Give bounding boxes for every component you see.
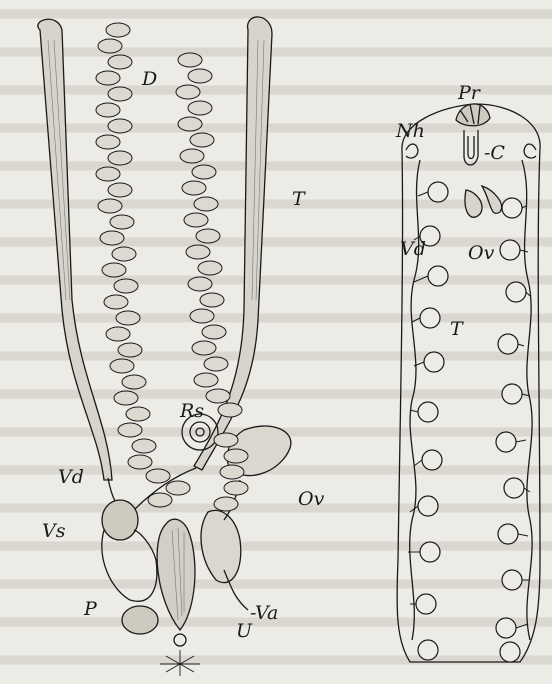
label-vagina: -Va xyxy=(250,604,278,623)
label-nephridium: Nh xyxy=(396,122,425,141)
left-figure xyxy=(38,17,291,676)
label-vas-deferens-right: Vd xyxy=(400,240,426,259)
label-ovary-right: Ov xyxy=(468,244,494,263)
label-testis: T xyxy=(292,190,305,209)
penis xyxy=(122,606,158,634)
label-vitellarium: D xyxy=(142,70,157,89)
proboscis xyxy=(456,104,490,126)
label-receptaculum-seminis: Rs xyxy=(180,402,204,421)
label-pharynx: -C xyxy=(484,144,505,163)
label-uterus: U xyxy=(236,622,252,641)
label-testis-right: T xyxy=(450,320,463,339)
vas-deferens-wavy-left xyxy=(410,160,420,640)
seminal-vesicle xyxy=(102,500,138,540)
label-penis: P xyxy=(84,600,97,619)
label-proboscis: Pr xyxy=(458,84,480,103)
head-pit-left xyxy=(406,144,418,158)
vas-deferens-wavy-right xyxy=(522,160,532,640)
label-seminal-vesicle: Vs xyxy=(42,522,65,541)
label-vas-deferens: Vd xyxy=(58,468,84,487)
ovary-right xyxy=(465,190,482,217)
genital-pore xyxy=(174,634,186,646)
uterus xyxy=(157,519,195,630)
pharynx xyxy=(464,130,478,165)
label-ovary: Ov xyxy=(298,490,324,509)
head-pit-right xyxy=(524,144,536,158)
